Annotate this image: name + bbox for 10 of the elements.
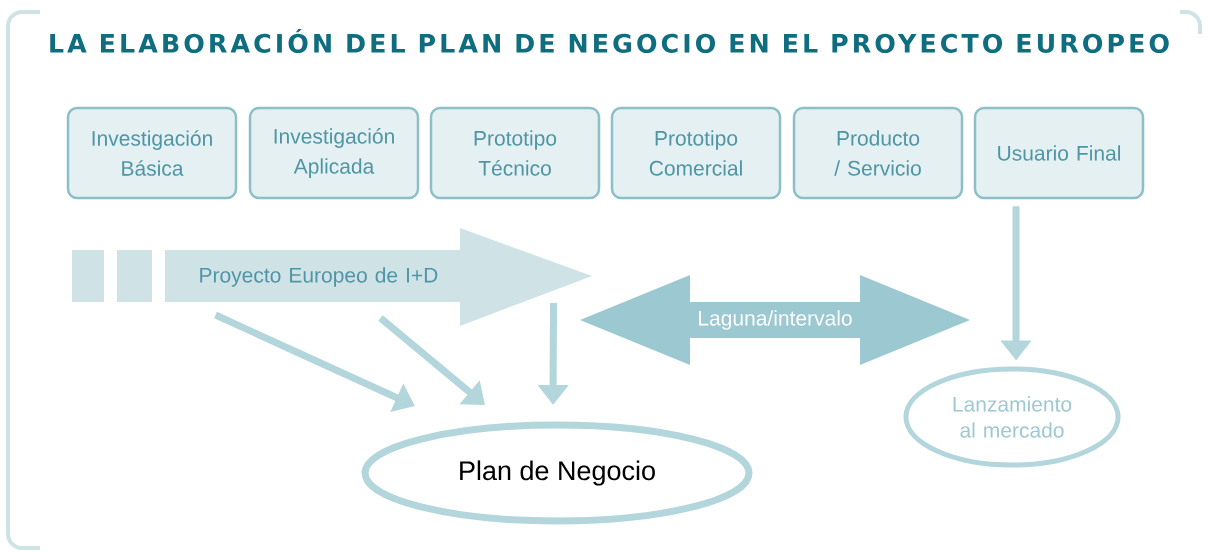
gap-banner: Laguna/intervalo [580,275,970,365]
title: LA ELABORACIÓN DEL PLAN DE NEGOCIO EN EL PROYECTO EUROPEO [50,29,1169,53]
stage-box: Usuario Final [973,106,1145,200]
project-banner: Proyecto Europeo de I+D [165,228,592,326]
stage-box: Prototipo Técnico [429,106,601,200]
stage-box: Investigación Básica [66,106,238,200]
stage-box: Producto / Servicio [792,106,964,200]
arrow [378,315,485,405]
stage-box: Prototipo Comercial [610,106,782,200]
stage-box: Investigación Aplicada [248,106,420,200]
